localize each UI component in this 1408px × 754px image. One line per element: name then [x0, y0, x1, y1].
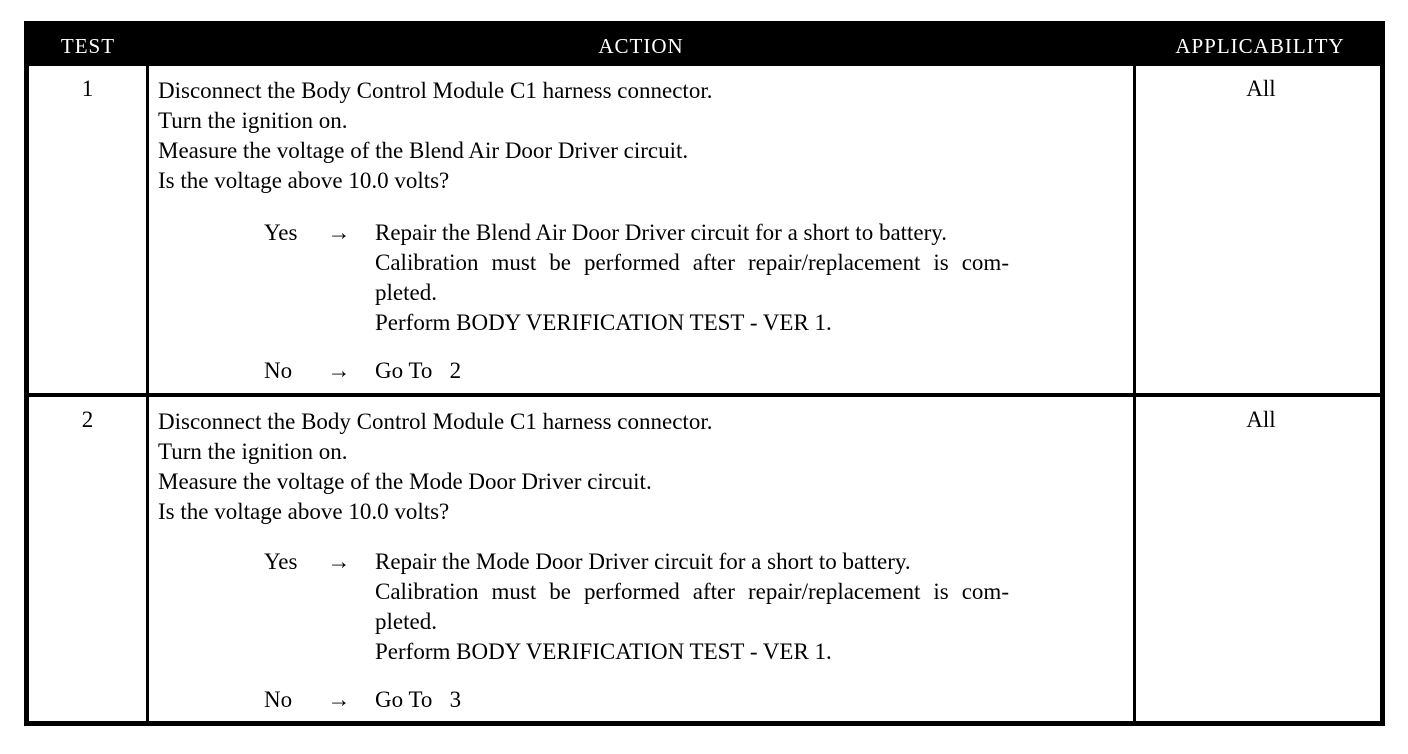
no-answer: No → Go To 3: [264, 685, 1009, 715]
right-arrow-icon: →: [327, 549, 351, 574]
diagnostic-test-table: TEST ACTION APPLICABILITY 1 Disconnect t…: [24, 21, 1385, 726]
header-applicability: APPLICABILITY: [1175, 34, 1345, 58]
yes-instructions: Repair the Mode Door Driver circuit for …: [375, 547, 1009, 667]
no-label: No: [264, 358, 293, 383]
action-step: Is the voltage above 10.0 volts?: [158, 499, 450, 524]
action-steps: Disconnect the Body Control Module C1 ha…: [158, 407, 1123, 527]
action-step: Measure the voltage of the Mode Door Dri…: [158, 469, 652, 494]
row-divider: [29, 393, 1380, 397]
action-step: Measure the voltage of the Blend Air Doo…: [158, 138, 689, 163]
yes-line: Repair the Blend Air Door Driver circuit…: [375, 220, 948, 245]
yes-line: Calibration must be performed after repa…: [375, 250, 1009, 275]
yes-line: Perform BODY VERIFICATION TEST - VER 1.: [375, 639, 832, 664]
yes-answer: Yes → Repair the Mode Door Driver circui…: [264, 547, 1009, 667]
right-arrow-icon: →: [327, 687, 351, 712]
applicability-value: All: [1246, 407, 1276, 432]
yes-line: Perform BODY VERIFICATION TEST - VER 1.: [375, 310, 832, 335]
header-test: TEST: [60, 34, 116, 58]
action-step: Disconnect the Body Control Module C1 ha…: [158, 78, 713, 103]
no-label: No: [264, 687, 293, 712]
no-goto: Go To 3: [375, 687, 462, 712]
action-step: Disconnect the Body Control Module C1 ha…: [158, 409, 713, 434]
right-arrow-icon: →: [327, 358, 351, 383]
action-step: Is the voltage above 10.0 volts?: [158, 168, 450, 193]
table-row: 1 Disconnect the Body Control Module C1 …: [29, 66, 1380, 393]
test-number: 2: [81, 407, 94, 432]
table-row: 2 Disconnect the Body Control Module C1 …: [29, 397, 1380, 726]
yes-line: Calibration must be performed after repa…: [375, 579, 1009, 604]
yes-instructions: Repair the Blend Air Door Driver circuit…: [375, 218, 1009, 338]
header-action: ACTION: [598, 34, 684, 58]
table-header: TEST ACTION APPLICABILITY: [29, 26, 1380, 66]
applicability-value: All: [1246, 76, 1276, 101]
yes-line: pleted.: [375, 280, 437, 305]
yes-line: Repair the Mode Door Driver circuit for …: [375, 549, 911, 574]
no-goto: Go To 2: [375, 358, 462, 383]
yes-label: Yes: [264, 549, 298, 574]
action-steps: Disconnect the Body Control Module C1 ha…: [158, 76, 1123, 196]
yes-line: pleted.: [375, 609, 437, 634]
yes-answer: Yes → Repair the Blend Air Door Driver c…: [264, 218, 1009, 338]
answers: Yes → Repair the Blend Air Door Driver c…: [264, 218, 1009, 386]
right-arrow-icon: →: [327, 220, 351, 245]
test-number: 1: [81, 76, 94, 101]
action-step: Turn the ignition on.: [158, 108, 348, 133]
answers: Yes → Repair the Mode Door Driver circui…: [264, 547, 1009, 715]
action-step: Turn the ignition on.: [158, 439, 348, 464]
yes-label: Yes: [264, 220, 298, 245]
no-answer: No → Go To 2: [264, 356, 1009, 386]
